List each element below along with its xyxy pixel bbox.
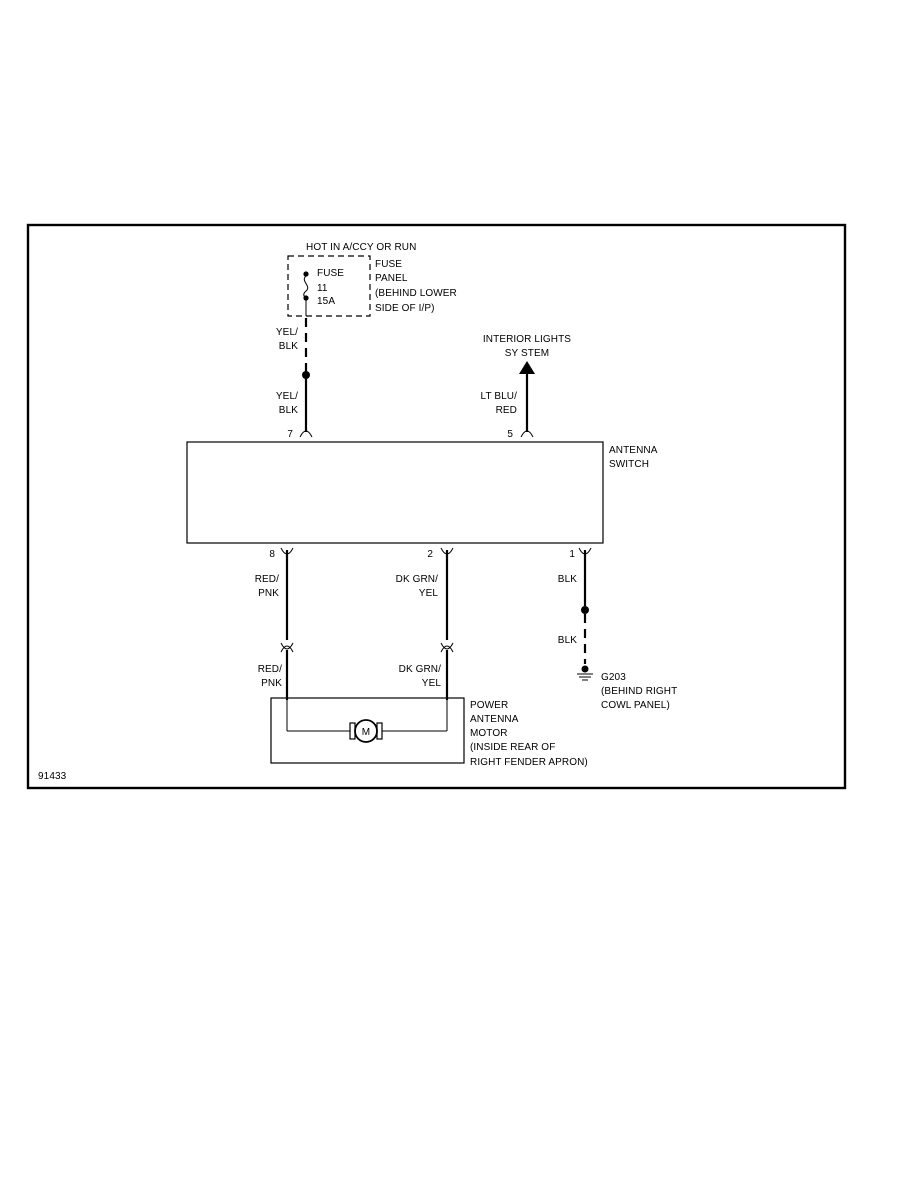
diagram-frame: [26, 223, 847, 790]
wire-label-fuse-upper-1: YEL/: [276, 327, 298, 338]
splice-dot-fuse: [302, 371, 310, 379]
wire-label-pin8-lower-1: RED/: [258, 664, 282, 675]
fuse-panel-header: HOT IN A/CCY OR RUN: [306, 242, 416, 253]
antenna-switch-label-2: SWITCH: [609, 459, 649, 470]
pin-2-label: 2: [427, 549, 433, 560]
wire-label-pin1-upper: BLK: [558, 574, 577, 585]
pin-7-label: 7: [287, 429, 293, 440]
fuse-location-line-4: SIDE OF I/P): [375, 303, 435, 314]
fuse-label-line-2: 11: [317, 283, 328, 294]
wire-label-pin2-lower-2: YEL: [422, 678, 442, 689]
motor-label-3: MOTOR: [470, 728, 508, 739]
pin-5-label: 5: [507, 429, 513, 440]
motor-label-2: ANTENNA: [470, 714, 519, 725]
fuse-location-line-3: (BEHIND LOWER: [375, 288, 457, 299]
inline-connector-pin8: [280, 642, 294, 653]
pin-8-label: 8: [269, 549, 275, 560]
ground-icon: [577, 665, 593, 681]
fuse-icon: [303, 271, 309, 301]
wire-label-fuse-lower-2: BLK: [279, 405, 298, 416]
pin-1-label: 1: [569, 549, 575, 560]
interior-lights-label-2: SY STEM: [505, 348, 549, 359]
motor-label-5: RIGHT FENDER APRON): [470, 757, 588, 768]
wire-label-pin1-lower: BLK: [558, 635, 577, 646]
antenna-switch-box: [186, 441, 604, 544]
fuse-label-line-3: 15A: [317, 296, 335, 307]
connector-pin-5: [520, 430, 534, 438]
motor-label-4: (INSIDE REAR OF: [470, 742, 555, 753]
wire-label-interior-1: LT BLU/: [481, 391, 518, 402]
wire-label-fuse-upper-2: BLK: [279, 341, 298, 352]
ground-label-1: G203: [601, 672, 626, 683]
ground-label-2: (BEHIND RIGHT: [601, 686, 677, 697]
arrow-up-icon: [519, 361, 535, 374]
splice-dot-ground: [581, 606, 589, 614]
wire-label-pin8-lower-2: PNK: [261, 678, 282, 689]
wire-label-fuse-lower-1: YEL/: [276, 391, 298, 402]
fuse-location-line-1: FUSE: [375, 259, 402, 270]
fuse-label-line-1: FUSE: [317, 268, 344, 279]
inline-connector-pin2: [440, 642, 454, 653]
fuse-location-line-2: PANEL: [375, 273, 408, 284]
power-antenna-motor-box: [270, 697, 465, 764]
fuse-panel-box: [287, 255, 371, 317]
wire-label-pin8-upper-1: RED/: [255, 574, 279, 585]
wire-label-pin8-upper-2: PNK: [258, 588, 279, 599]
motor-label-1: POWER: [470, 700, 508, 711]
connector-pin-7: [299, 430, 313, 438]
wire-label-pin2-upper-2: YEL: [419, 588, 439, 599]
wire-label-interior-2: RED: [496, 405, 517, 416]
interior-lights-label-1: INTERIOR LIGHTS: [483, 334, 571, 345]
figure-id: 91433: [38, 771, 67, 782]
motor-icon: [349, 719, 383, 743]
antenna-switch-label-1: ANTENNA: [609, 445, 658, 456]
wire-label-pin2-lower-1: DK GRN/: [399, 664, 441, 675]
motor-symbol: M: [362, 727, 370, 738]
ground-label-3: COWL PANEL): [601, 700, 670, 711]
wire-label-pin2-upper-1: DK GRN/: [396, 574, 438, 585]
